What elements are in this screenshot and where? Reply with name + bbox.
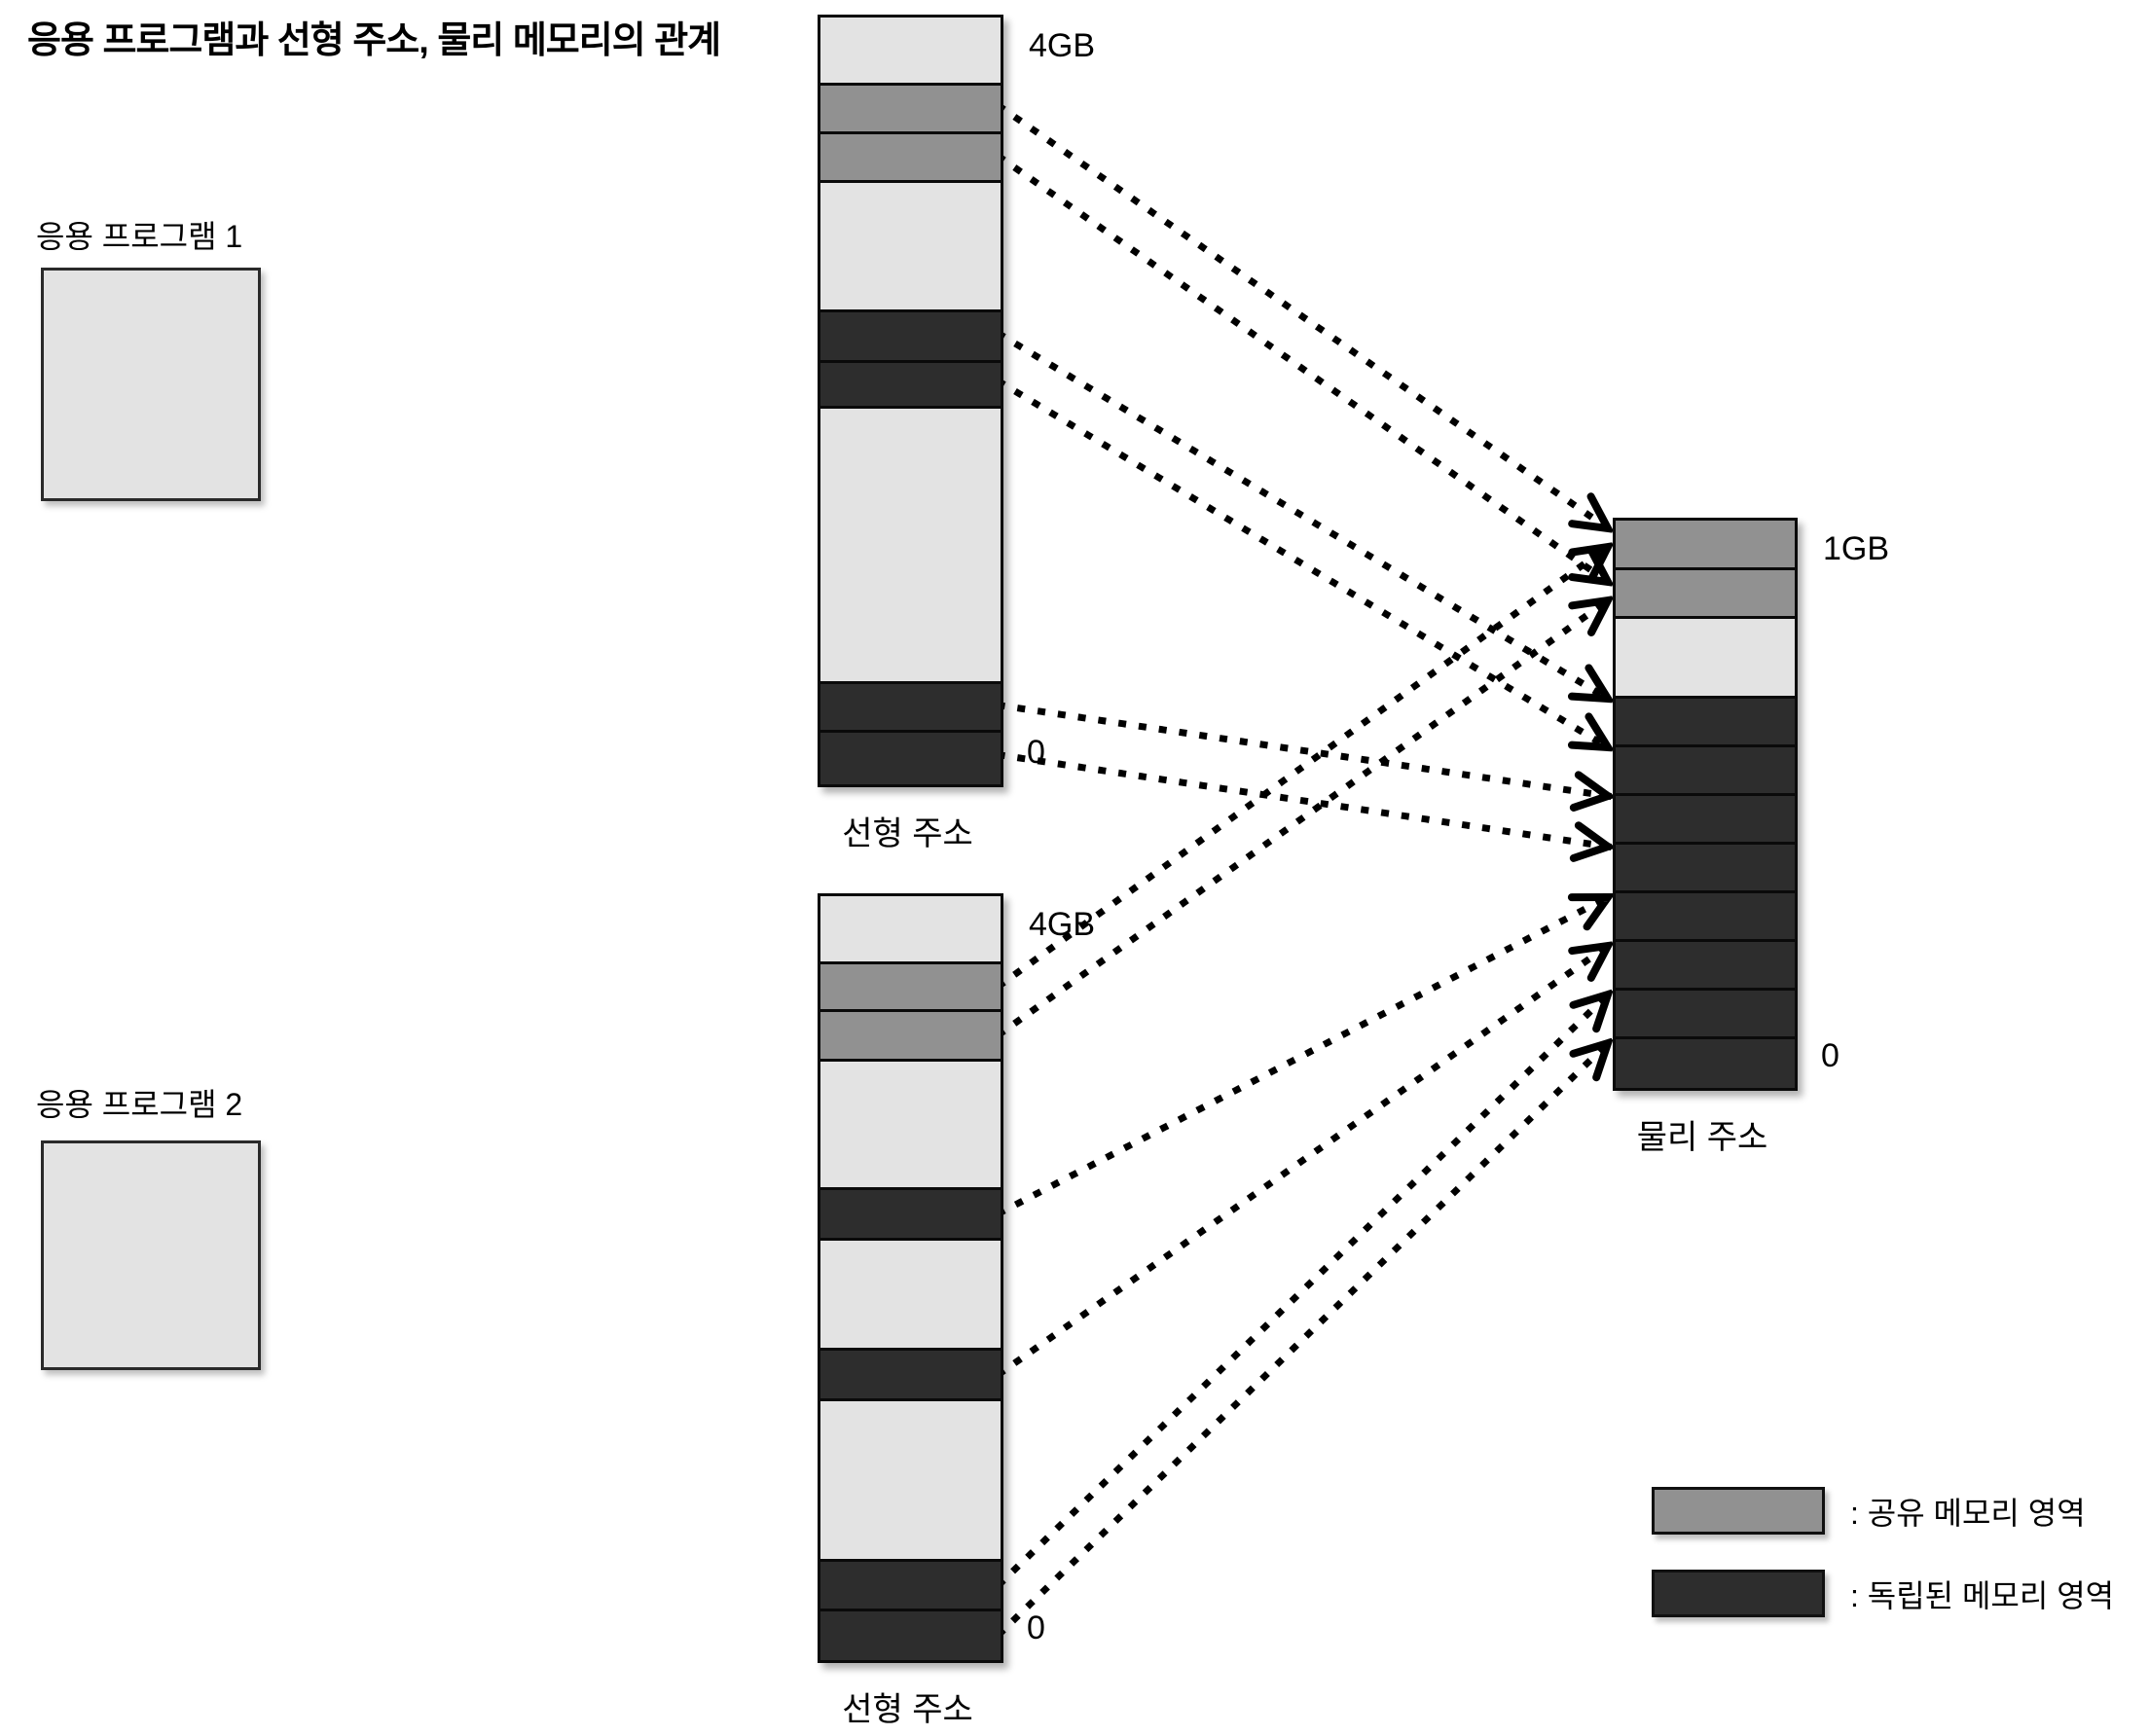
linear-address-2-segment-free xyxy=(820,1062,1001,1190)
linear-address-2-segment-free xyxy=(820,1241,1001,1351)
physical-address-segment-independent xyxy=(1616,893,1795,942)
physical-address-top-scale-label: 1GB xyxy=(1823,530,1890,567)
diagram-title: 응용 프로그램과 선형 주소, 물리 메모리의 관계 xyxy=(27,20,721,61)
physical-address-segment-independent xyxy=(1616,1039,1795,1088)
linear-address-2-segment-independent xyxy=(820,1562,1001,1611)
app-program-1-label: 응용 프로그램 1 xyxy=(36,219,243,254)
linear-address-1-top-scale-label: 4GB xyxy=(1029,27,1096,64)
linear-address-2-segment-shared xyxy=(820,1012,1001,1062)
linear-address-1-segment-independent xyxy=(820,363,1001,409)
linear-address-1-segment-free xyxy=(820,409,1001,684)
shared-memory-swatch xyxy=(1652,1487,1825,1535)
linear-address-1-column xyxy=(818,15,1003,787)
mapping-line xyxy=(996,102,1608,528)
physical-address-segment-independent xyxy=(1616,991,1795,1039)
linear-address-1-segment-independent xyxy=(820,733,1001,784)
mapping-line xyxy=(996,330,1608,704)
independent-memory-label: : 독립된 메모리 영역 xyxy=(1850,1577,2115,1613)
mapping-line xyxy=(996,378,1608,752)
linear-address-2-name-label: 선형 주소 xyxy=(842,1691,973,1728)
linear-address-2-top-scale-label: 4GB xyxy=(1029,906,1096,943)
linear-address-2-bottom-scale-label: 0 xyxy=(1027,1609,1045,1646)
linear-address-1-segment-shared xyxy=(820,86,1001,134)
linear-address-1-segment-independent xyxy=(820,312,1001,363)
physical-address-segment-independent xyxy=(1616,942,1795,991)
independent-memory-swatch xyxy=(1652,1570,1825,1617)
linear-address-2-column xyxy=(818,893,1003,1663)
linear-address-2-segment-shared xyxy=(820,964,1001,1012)
physical-address-segment-shared xyxy=(1616,521,1795,570)
physical-address-segment-independent xyxy=(1616,796,1795,845)
app-program-2-box xyxy=(41,1140,261,1370)
linear-address-2-segment-free xyxy=(820,1401,1001,1562)
mapping-line xyxy=(996,153,1608,582)
linear-address-1-segment-free xyxy=(820,183,1001,312)
physical-address-segment-independent xyxy=(1616,699,1795,747)
app-program-2-label: 응용 프로그램 2 xyxy=(36,1087,243,1122)
physical-address-name-label: 물리 주소 xyxy=(1636,1119,1768,1156)
shared-memory-label: : 공유 메모리 영역 xyxy=(1850,1495,2086,1531)
linear-address-2-segment-free xyxy=(820,896,1001,964)
linear-address-1-bottom-scale-label: 0 xyxy=(1027,734,1045,771)
linear-address-1-name-label: 선형 주소 xyxy=(842,815,973,852)
linear-address-2-segment-independent xyxy=(820,1190,1001,1241)
physical-address-segment-free xyxy=(1616,619,1795,699)
mapping-line xyxy=(996,892,1608,1217)
legend-item-shared: : 공유 메모리 영역 xyxy=(1652,1487,2086,1535)
mapping-line xyxy=(996,1043,1608,1638)
physical-address-segment-independent xyxy=(1616,845,1795,893)
physical-address-segment-independent xyxy=(1616,747,1795,796)
mapping-line xyxy=(996,600,1608,1038)
mapping-line xyxy=(996,946,1608,1378)
legend-item-independent: : 독립된 메모리 영역 xyxy=(1652,1570,2114,1617)
linear-address-1-segment-free xyxy=(820,18,1001,86)
linear-address-2-segment-independent xyxy=(820,1351,1001,1401)
physical-address-segment-shared xyxy=(1616,570,1795,619)
physical-address-bottom-scale-label: 0 xyxy=(1821,1037,1839,1074)
mapping-line xyxy=(997,702,1608,796)
mapping-line xyxy=(997,751,1608,847)
physical-address-column xyxy=(1613,518,1798,1091)
linear-address-2-segment-independent xyxy=(820,1611,1001,1660)
app-program-1-box xyxy=(41,268,261,501)
mapping-line xyxy=(996,995,1608,1588)
linear-address-1-segment-independent xyxy=(820,684,1001,733)
linear-address-1-segment-shared xyxy=(820,134,1001,183)
